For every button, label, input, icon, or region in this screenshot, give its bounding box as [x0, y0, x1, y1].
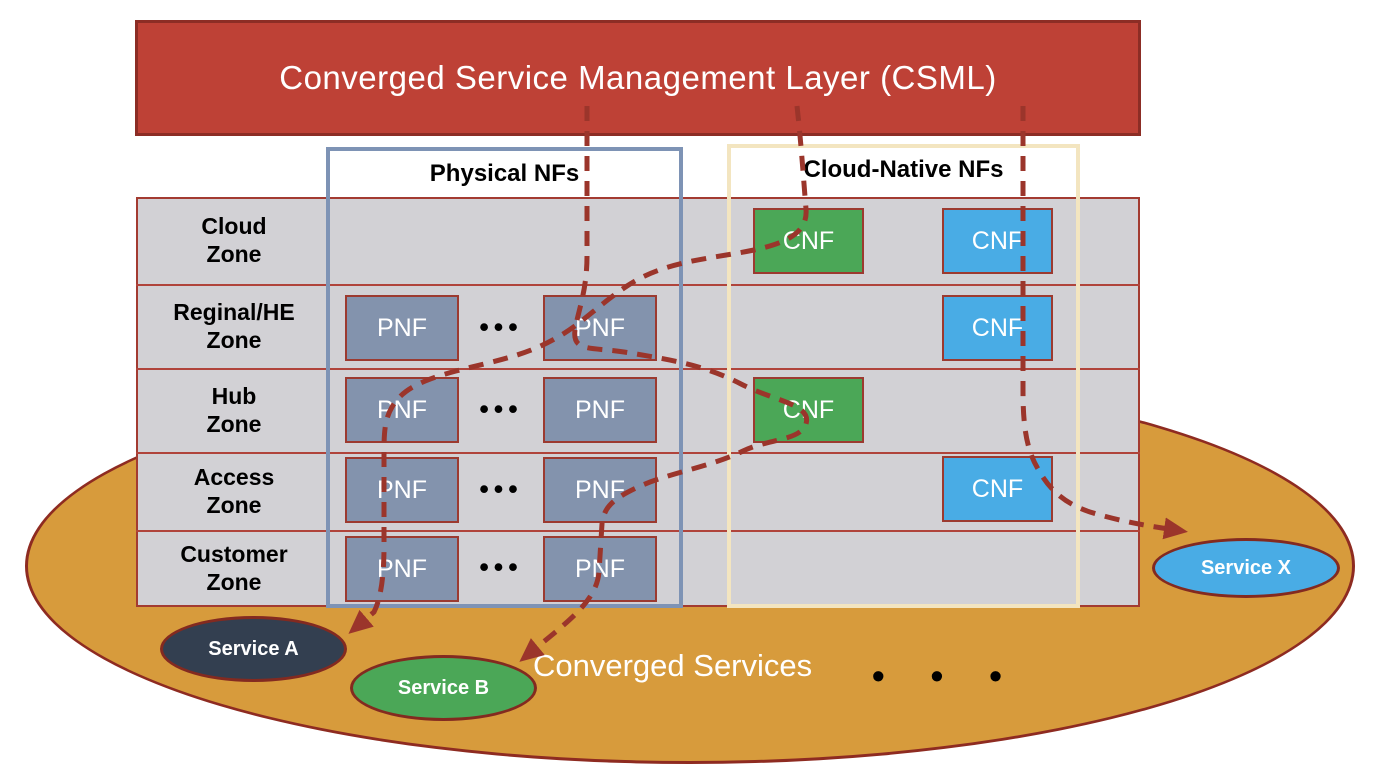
service-x-label: Service X: [1200, 556, 1292, 579]
zone-label-cloud: Cloud Zone: [201, 213, 267, 268]
zone-label-reginal-he: Reginal/HE Zone: [173, 299, 295, 354]
pnf-box-hub-1: PNF: [345, 377, 459, 443]
service-a-ellipse: Service A: [160, 616, 347, 682]
pnf-box-hub-2: PNF: [543, 377, 657, 443]
pnf-box-customer-1: PNF: [345, 536, 459, 602]
service-b-ellipse: Service B: [350, 655, 537, 721]
cnf-box-cloud-blue: CNF: [942, 208, 1053, 274]
cnf-box-hub-green: CNF: [753, 377, 864, 443]
pnf-ellipsis-customer: •••: [479, 552, 523, 582]
zone-label-hub: Hub Zone: [206, 383, 262, 438]
converged-services-label: Converged Services: [533, 648, 813, 683]
pnf-ellipsis-hub: •••: [479, 394, 523, 424]
pnf-box-customer-2: PNF: [543, 536, 657, 602]
service-a-label: Service A: [208, 637, 299, 660]
cnf-box-access-blue: CNF: [942, 456, 1053, 522]
csml-banner-title: Converged Service Management Layer (CSML…: [279, 59, 997, 96]
pnf-box-access-2: PNF: [543, 457, 657, 523]
zone-label-customer: Customer Zone: [180, 541, 288, 596]
pnf-box-reginal-1: PNF: [345, 295, 459, 361]
cnf-box-reginal-blue: CNF: [942, 295, 1053, 361]
pnf-ellipsis-access: •••: [479, 474, 523, 504]
physical-nfs-heading: Physical NFs: [429, 160, 580, 187]
service-b-label: Service B: [397, 676, 490, 699]
pnf-ellipsis-reginal: •••: [479, 312, 523, 342]
zone-label-access: Access Zone: [193, 464, 275, 519]
pnf-box-access-1: PNF: [345, 457, 459, 523]
cloud-native-nfs-heading: Cloud-Native NFs: [803, 156, 1004, 183]
cnf-box-cloud-green: CNF: [753, 208, 864, 274]
converged-services-ellipsis: • • •: [872, 655, 1020, 696]
csml-banner: Converged Service Management Layer (CSML…: [135, 20, 1141, 136]
service-x-ellipse: Service X: [1152, 538, 1340, 598]
pnf-box-reginal-2: PNF: [543, 295, 657, 361]
